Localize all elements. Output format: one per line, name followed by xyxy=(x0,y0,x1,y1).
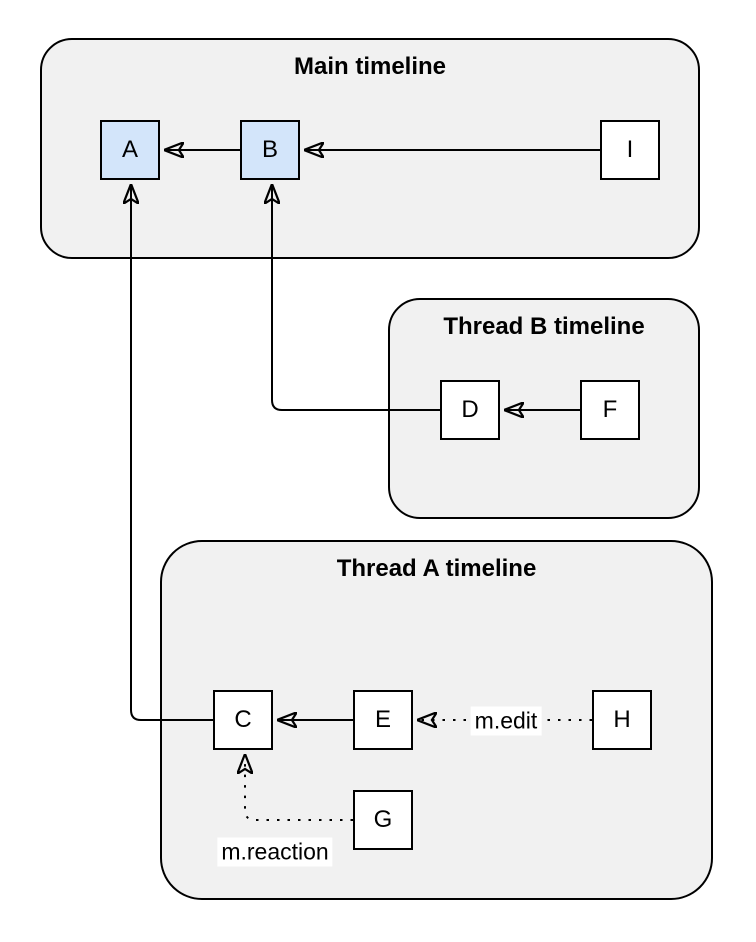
node-e-label: E xyxy=(374,706,391,733)
container-title-main: Main timeline xyxy=(293,53,447,80)
node-b-label: B xyxy=(261,136,278,163)
node-h-label: H xyxy=(613,706,631,733)
edge-label-m-reaction: m.reaction xyxy=(217,837,333,867)
node-f-label: F xyxy=(602,396,618,423)
container-thread-b-timeline: Thread B timeline xyxy=(388,298,700,519)
node-a-label: A xyxy=(121,136,138,163)
container-title-thread-b: Thread B timeline xyxy=(443,313,645,340)
node-e: E xyxy=(353,690,413,750)
node-a: A xyxy=(100,120,160,180)
node-d: D xyxy=(440,380,500,440)
node-b: B xyxy=(240,120,300,180)
node-c: C xyxy=(213,690,273,750)
node-i-label: I xyxy=(626,136,634,163)
node-g: G xyxy=(353,790,413,850)
container-title-thread-a: Thread A timeline xyxy=(336,555,537,582)
node-i: I xyxy=(600,120,660,180)
node-g-label: G xyxy=(373,806,393,833)
node-d-label: D xyxy=(461,396,479,423)
node-h: H xyxy=(592,690,652,750)
node-f: F xyxy=(580,380,640,440)
edge-label-m-edit: m.edit xyxy=(470,706,542,736)
node-c-label: C xyxy=(234,706,252,733)
